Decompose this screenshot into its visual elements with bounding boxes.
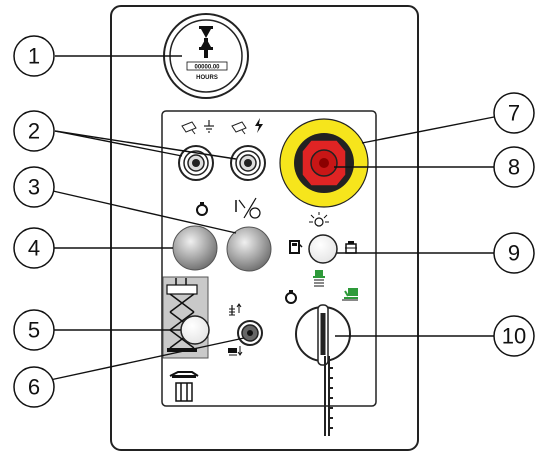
svg-text:5: 5	[28, 318, 40, 343]
svg-text:4: 4	[28, 236, 40, 261]
engine-icon	[196, 202, 208, 216]
callout-4: 4	[13, 227, 55, 269]
svg-text:3: 3	[28, 175, 40, 200]
engine-start-button[interactable]	[172, 225, 218, 271]
glow-plug-icon	[309, 212, 329, 227]
toggle-switch-right[interactable]	[230, 145, 266, 181]
ground-icon	[204, 120, 214, 133]
hour-meter: 00000.00 HOURS	[163, 13, 249, 99]
horn-icon-2	[231, 121, 247, 135]
hour-meter-unit: HOURS	[196, 75, 218, 81]
svg-text:1: 1	[28, 44, 40, 69]
hourglass-icon	[199, 26, 213, 58]
svg-text:10: 10	[502, 324, 526, 349]
overload-reset-button[interactable]	[226, 226, 272, 272]
svg-text:6: 6	[28, 375, 40, 400]
leader-lines	[49, 55, 495, 381]
callout-3: 3	[13, 166, 55, 208]
callout-10: 10	[493, 315, 535, 357]
callout-9: 9	[493, 232, 535, 274]
svg-text:7: 7	[508, 101, 520, 126]
hour-meter-digits: 00000.00	[194, 65, 220, 71]
callout-6: 6	[13, 366, 55, 408]
key-icon	[324, 356, 333, 436]
drive-enable-icon	[169, 371, 199, 402]
fuel-icon	[289, 240, 303, 254]
horn-icon	[181, 121, 197, 135]
engine-icon-3	[285, 290, 297, 304]
choke-button[interactable]	[308, 234, 338, 264]
callout-8: 8	[493, 146, 535, 188]
callout-2: 2	[13, 110, 55, 152]
svg-text:2: 2	[28, 119, 40, 144]
lift-enable-button[interactable]	[180, 315, 210, 345]
emergency-stop[interactable]	[279, 118, 369, 208]
lightning-icon	[255, 118, 263, 133]
callout-1: 1	[13, 35, 55, 77]
callout-7: 7	[493, 92, 535, 134]
platform-green-icon	[313, 270, 325, 287]
platform-up-down-switch[interactable]	[237, 320, 263, 346]
no-overload-icon	[235, 197, 261, 219]
down-arrow-icon	[228, 346, 243, 356]
up-down-arrows-icon	[229, 303, 242, 316]
hour-meter-digits-box	[186, 61, 228, 71]
svg-text:8: 8	[508, 155, 520, 180]
svg-text:9: 9	[508, 241, 520, 266]
ground-control-green-icon	[342, 288, 358, 301]
callout-5: 5	[13, 309, 55, 351]
key-switch[interactable]	[295, 304, 351, 366]
